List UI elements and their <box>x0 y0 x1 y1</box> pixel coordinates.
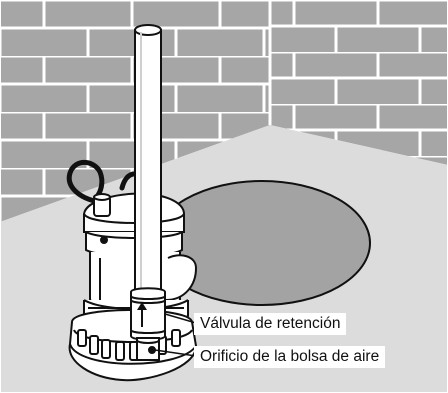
check-valve <box>130 287 166 341</box>
power-cord <box>66 159 136 205</box>
air-lock-hole-marker <box>148 346 156 354</box>
air-lock-hole-label: Orificio de la bolsa de aire <box>194 346 386 368</box>
check-valve-label: Válvula de retención <box>194 313 347 335</box>
air-lock-pipe-section <box>136 337 160 361</box>
discharge-pipe <box>134 24 162 293</box>
callout-leaders <box>154 313 197 357</box>
